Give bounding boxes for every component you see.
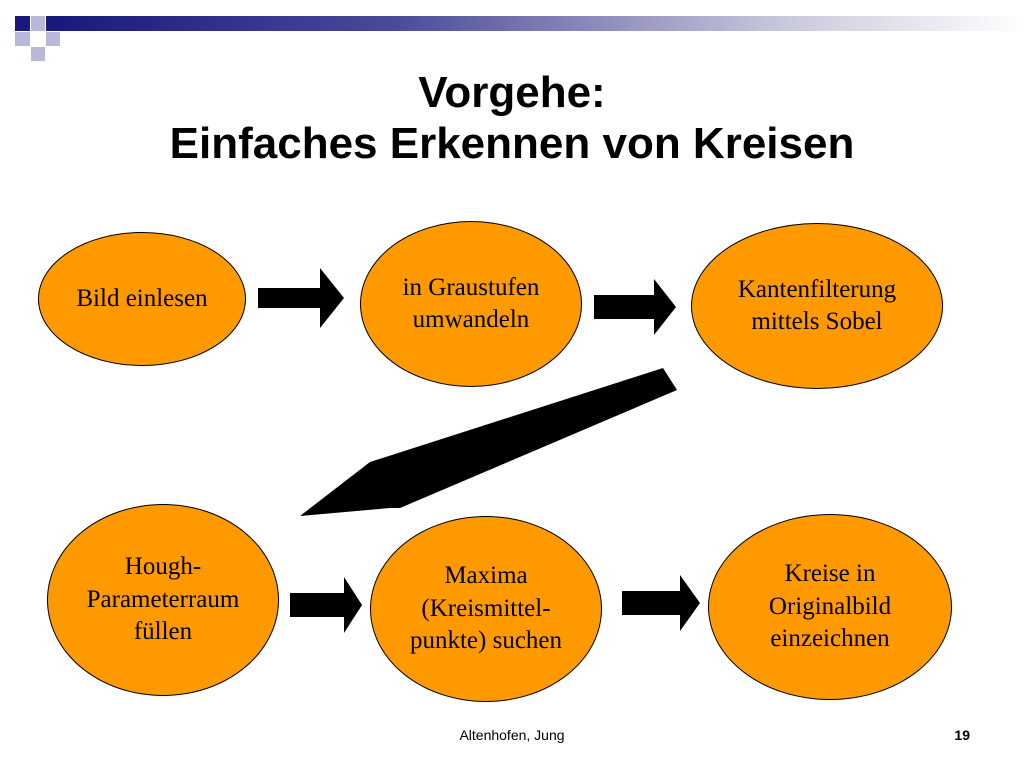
slide-title: Vorgehe: Einfaches Erkennen von Kreisen bbox=[0, 68, 1024, 169]
corner-square-light bbox=[15, 32, 30, 46]
step-label-line: umwandeln bbox=[412, 306, 530, 333]
corner-square-dark bbox=[15, 16, 30, 31]
step-label-line: Kantenfilterung bbox=[737, 275, 897, 303]
step-label-line: Kreise in bbox=[784, 560, 876, 588]
corner-square-dark bbox=[46, 16, 60, 31]
title-line-2: Einfaches Erkennen von Kreisen bbox=[169, 118, 855, 168]
arrow-diagonal-down-left bbox=[300, 368, 677, 516]
step-label-line: Originalbild bbox=[768, 592, 892, 620]
arrow-right-4 bbox=[622, 575, 700, 631]
corner-square-light bbox=[31, 47, 45, 61]
step-label-line: (Kreismittel- bbox=[421, 594, 551, 622]
step-sobel-edge-filter: Kantenfilterung mittels Sobel bbox=[691, 223, 943, 389]
step-label-line: Parameterraum bbox=[86, 585, 240, 613]
step-label-line: in Graustufen bbox=[402, 273, 540, 301]
corner-square-light bbox=[31, 16, 45, 31]
step-draw-circles: Kreise in Originalbild einzeichnen bbox=[708, 514, 952, 700]
page-number: 19 bbox=[954, 727, 970, 743]
step-label-line: Bild einlesen bbox=[76, 284, 208, 312]
arrow-right-2 bbox=[594, 279, 676, 335]
arrow-right-3 bbox=[290, 577, 362, 633]
corner-square-light bbox=[46, 32, 60, 46]
step-find-maxima: Maxima (Kreismittel- punkte) suchen bbox=[370, 516, 602, 702]
footer-authors: Altenhofen, Jung bbox=[459, 727, 565, 743]
step-label-line: Hough- bbox=[124, 553, 202, 581]
step-grayscale: in Graustufen umwandeln bbox=[360, 221, 582, 387]
step-label-line: Maxima bbox=[444, 562, 528, 590]
title-line-1: Vorgehe: bbox=[418, 68, 606, 117]
step-label-line: mittels Sobel bbox=[751, 308, 883, 335]
step-read-image: Bild einlesen bbox=[38, 232, 246, 366]
step-label-line: punkte) suchen bbox=[409, 627, 563, 655]
step-hough-parameter-space: Hough- Parameterraum füllen bbox=[47, 504, 279, 696]
step-label-line: einzeichnen bbox=[770, 625, 890, 653]
arrow-right-1 bbox=[258, 268, 344, 328]
step-label-line: füllen bbox=[133, 618, 193, 646]
header-band bbox=[60, 16, 1024, 31]
